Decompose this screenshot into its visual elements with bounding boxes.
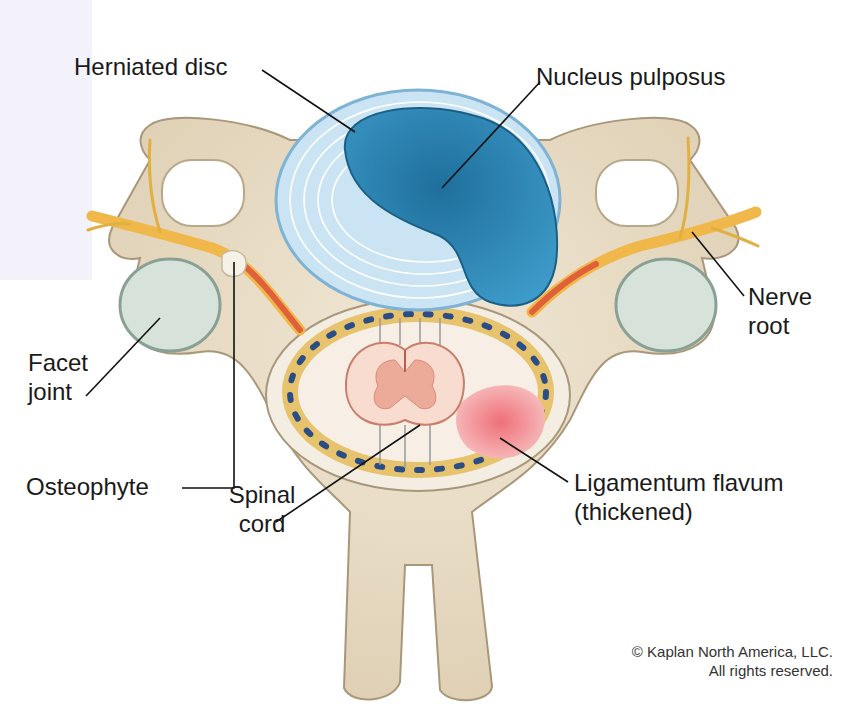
part-label: Nucleus pulposus (536, 62, 796, 91)
leader-lines (86, 70, 744, 522)
foramen-left (162, 160, 244, 226)
facet-joint-right (616, 259, 716, 351)
dura-vessels (290, 314, 546, 470)
nerve-root-left (92, 216, 300, 330)
copyright-note: © Kaplan North America, LLC. All rights … (621, 642, 833, 680)
part-label: Nerve root (748, 282, 828, 340)
part-label: Osteophyte (26, 472, 186, 501)
nerve-root-right (532, 212, 756, 312)
spinal-canal (266, 299, 570, 491)
ligamentum-flavum (456, 385, 545, 458)
cord-fissure (404, 350, 406, 372)
nerve-root-right-red (532, 264, 596, 312)
spinal-cord (346, 343, 464, 425)
part-label: Herniated disc (74, 52, 294, 81)
part-label: Ligamentum flavum (thickened) (574, 468, 836, 526)
part-label: Spinal cord (212, 480, 312, 538)
watermark-band (0, 0, 92, 280)
part-label: Facet joint (28, 348, 118, 406)
foramen-right (596, 160, 678, 226)
dura-sac (290, 314, 546, 470)
disc (276, 90, 560, 310)
nucleus-pulposus (345, 108, 557, 306)
nerve-branches (88, 138, 758, 246)
facet-joint-left (120, 259, 220, 351)
nerve-root-left-red (240, 262, 300, 330)
